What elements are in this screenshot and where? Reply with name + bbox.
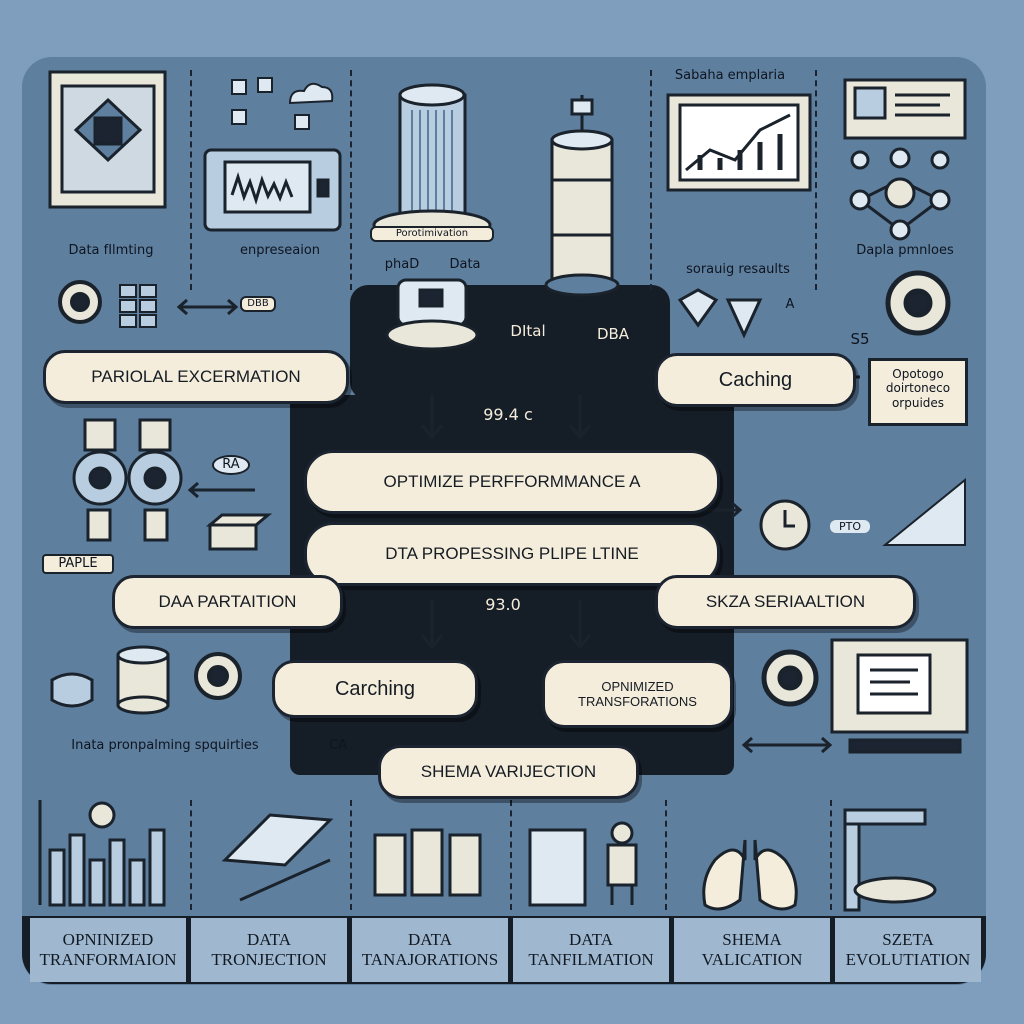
label-a-arrow: A bbox=[785, 297, 795, 312]
pill-skza-serialization: SKZA SERIAALTION bbox=[655, 575, 916, 629]
gear-icon bbox=[194, 652, 242, 700]
divider bbox=[190, 800, 192, 910]
divider bbox=[815, 70, 817, 290]
label-data-small: Data bbox=[449, 257, 481, 272]
footer-cell: DATA TANFILMATION bbox=[513, 918, 669, 982]
label-value-top: 99.4 c bbox=[483, 405, 533, 424]
footer-line1: DATA bbox=[569, 930, 613, 950]
label-ra: RA bbox=[212, 455, 250, 475]
pill-data-partition: DAA PARTAITION bbox=[112, 575, 343, 629]
label-phad: phaD bbox=[384, 257, 420, 272]
footer-cell: SHEMA VALICATION bbox=[674, 918, 830, 982]
divider bbox=[190, 70, 192, 290]
label-data-processing-sequence: Inata pronpalming spquirties bbox=[71, 738, 259, 753]
footer-line2: TRANFORMAION bbox=[39, 950, 177, 969]
pill-partial-excermation: PARIOLAL EXCERMATION bbox=[43, 350, 349, 404]
divider bbox=[510, 800, 512, 910]
monitor-icon bbox=[203, 148, 342, 232]
gear-icon bbox=[58, 280, 102, 324]
label-compression: enpreseaion bbox=[239, 243, 321, 258]
person-icon bbox=[528, 821, 638, 907]
diamond-icon bbox=[677, 288, 763, 339]
footer-cell: SZETA EVOLUTIATION bbox=[835, 918, 981, 982]
gear-icon bbox=[761, 649, 819, 707]
label-ca: CA bbox=[329, 738, 347, 753]
transfer-icon bbox=[221, 813, 334, 902]
pill-optimize-line2: DTA PROPESSING PLIPE LTINE bbox=[304, 522, 720, 586]
footer-line2: TANFILMATION bbox=[528, 950, 654, 969]
bar-chart-icon bbox=[38, 800, 166, 907]
footer-line1: DATA bbox=[408, 930, 452, 950]
footer-line2: TRONJECTION bbox=[211, 950, 327, 969]
cube-icon bbox=[205, 513, 273, 551]
divider bbox=[650, 70, 652, 290]
footer-line1: SHEMA bbox=[722, 930, 782, 950]
database-icon bbox=[544, 95, 620, 297]
label-dbb: DBB bbox=[240, 296, 276, 312]
label-value-bottom: 93.0 bbox=[485, 595, 521, 614]
divider bbox=[665, 800, 667, 910]
label-paple: PAPLE bbox=[42, 554, 114, 574]
divider bbox=[350, 800, 352, 910]
footer-line2: TANAJORATIONS bbox=[361, 950, 499, 969]
footer-line2: EVOLUTIATION bbox=[845, 950, 971, 969]
database-icon bbox=[372, 83, 492, 241]
label-dital: DItal bbox=[510, 322, 546, 340]
label-pto: PTO bbox=[830, 520, 870, 534]
footer-cell: DATA TANAJORATIONS bbox=[352, 918, 508, 982]
pill-caching-right: Caching bbox=[655, 353, 856, 407]
footer-cell: OPNINIZED TRANFORMAION bbox=[30, 918, 186, 982]
label-s5: S5 bbox=[850, 330, 870, 348]
clock-icon bbox=[759, 499, 811, 551]
pill-schema-validation: SHEMA VARIJECTION bbox=[378, 745, 639, 799]
pipe-icon bbox=[843, 808, 937, 912]
pill-optimized-transformations: OPNIMIZED TRANSFORATIONS bbox=[542, 660, 733, 728]
monitor-icon bbox=[48, 70, 167, 209]
monitor-icon bbox=[843, 78, 967, 140]
cloud-icon bbox=[288, 82, 334, 105]
database-icon bbox=[50, 645, 170, 715]
label-schema-header: Sabaha emplaria bbox=[674, 68, 786, 83]
grid-icon bbox=[119, 284, 157, 328]
pill-carching: Carching bbox=[272, 660, 478, 718]
label-dba: DBA bbox=[596, 325, 630, 343]
label-data-filtering: Data fIlmting bbox=[68, 243, 154, 258]
footer-cell: DATA TRONJECTION bbox=[191, 918, 347, 982]
label-optimization-tag: Porotimivation bbox=[370, 226, 494, 242]
processor-icon bbox=[385, 278, 479, 351]
stairs-icon bbox=[882, 477, 966, 546]
pill-optimize-line1: OPTIMIZE PERFFORMMANCE A bbox=[304, 450, 720, 514]
network-icon bbox=[849, 147, 951, 241]
optimized-line2: TRANSFORATIONS bbox=[578, 694, 697, 709]
lungs-icon bbox=[702, 839, 798, 911]
optimized-line1: OPNIMIZED bbox=[601, 679, 674, 694]
footer-line1: SZETA bbox=[882, 930, 934, 950]
chart-monitor-icon bbox=[666, 93, 812, 192]
machine-icon bbox=[72, 418, 183, 542]
note-box: Opotogo doirtoneco orpuides bbox=[868, 358, 968, 426]
label-scaling-results: sorauig resaults bbox=[686, 262, 790, 277]
divider bbox=[350, 70, 352, 290]
storage-icon bbox=[373, 828, 482, 897]
footer-line1: OPNINIZED bbox=[62, 930, 154, 950]
node-icon bbox=[231, 77, 310, 130]
divider bbox=[830, 800, 832, 910]
label-data-profiles: Dapla pmnloes bbox=[856, 243, 954, 258]
footer-line2: VALICATION bbox=[701, 950, 803, 969]
footer-line1: DATA bbox=[247, 930, 291, 950]
gear-icon bbox=[885, 270, 951, 336]
monitor-icon bbox=[830, 638, 969, 754]
